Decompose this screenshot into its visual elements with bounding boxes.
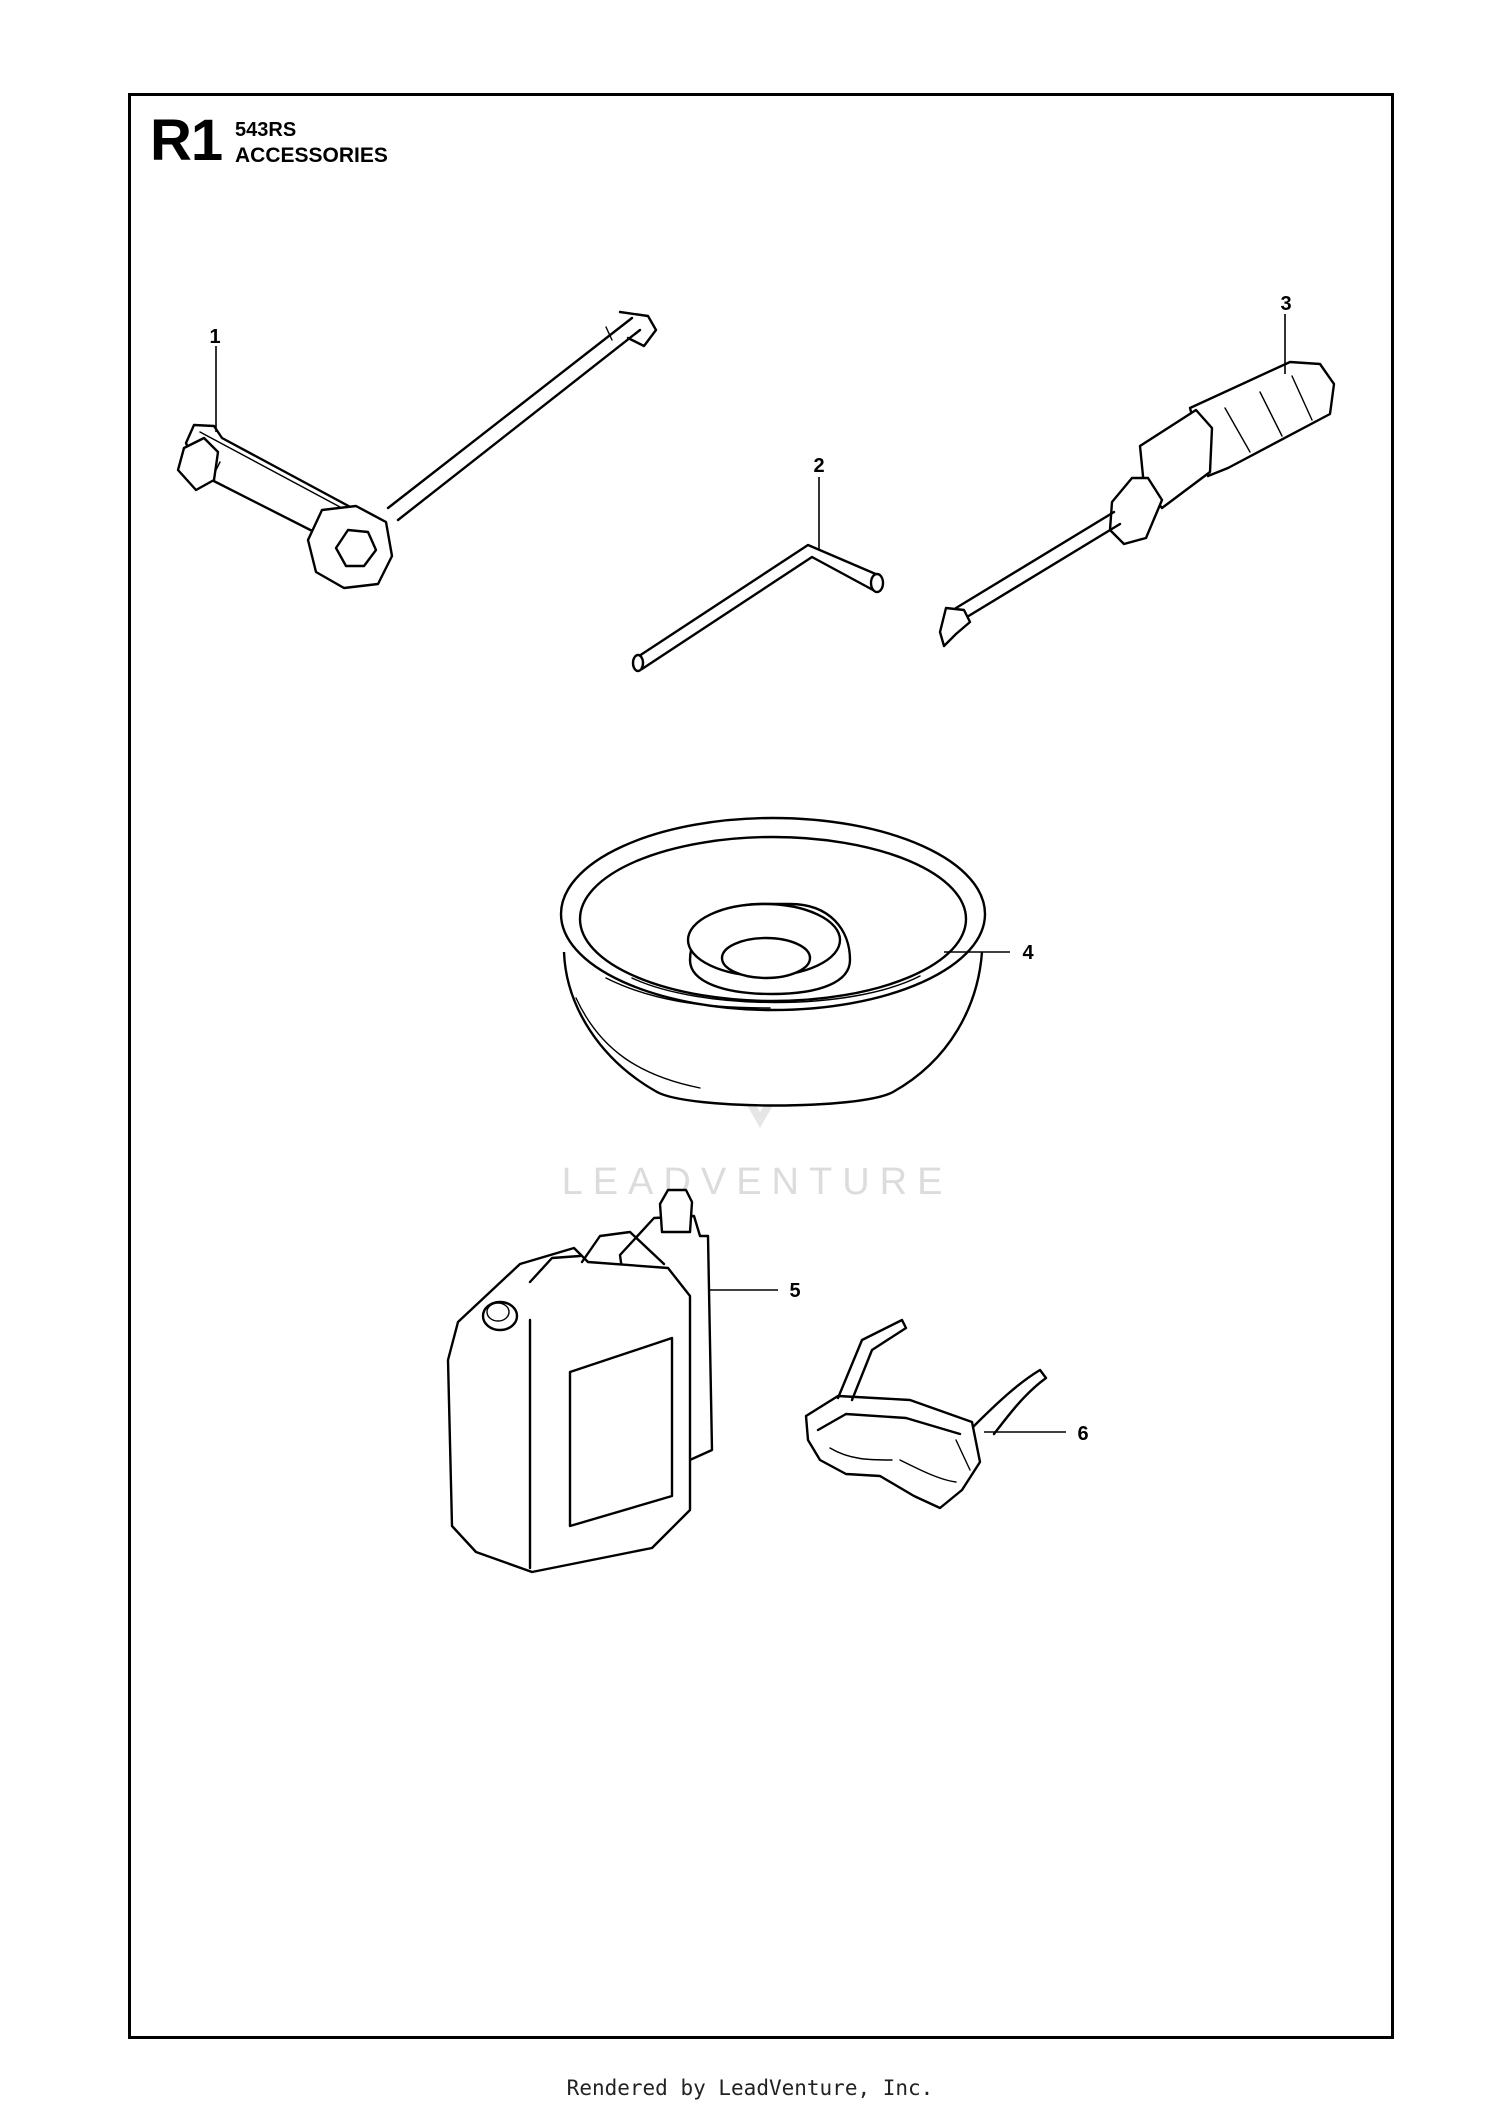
callout-3[interactable]: 3	[1280, 293, 1291, 315]
model-number: 543RS	[235, 119, 297, 141]
footer-credit: Rendered by LeadVenture, Inc.	[566, 2076, 934, 2100]
leader-lines	[215, 314, 1286, 1433]
section-title: ACCESSORIES	[235, 144, 388, 167]
part-4-bowl[interactable]	[559, 816, 987, 1107]
callout-2[interactable]: 2	[813, 455, 824, 477]
part-5-fuel-canister[interactable]	[446, 1188, 714, 1574]
part-3-screwdriver[interactable]	[938, 360, 1336, 648]
callout-1[interactable]: 1	[209, 326, 220, 348]
section-code: R1	[150, 108, 223, 173]
watermark-text: LEADVENTURE	[562, 1161, 953, 1203]
part-1-plug-wrench[interactable]	[176, 310, 658, 590]
part-6-safety-glasses[interactable]	[804, 1318, 1048, 1510]
callout-4[interactable]: 4	[1022, 942, 1034, 964]
diagram-frame	[128, 93, 1394, 2039]
part-2-hex-key[interactable]	[631, 543, 885, 673]
callout-5[interactable]: 5	[789, 1280, 800, 1302]
callout-6[interactable]: 6	[1077, 1423, 1088, 1445]
